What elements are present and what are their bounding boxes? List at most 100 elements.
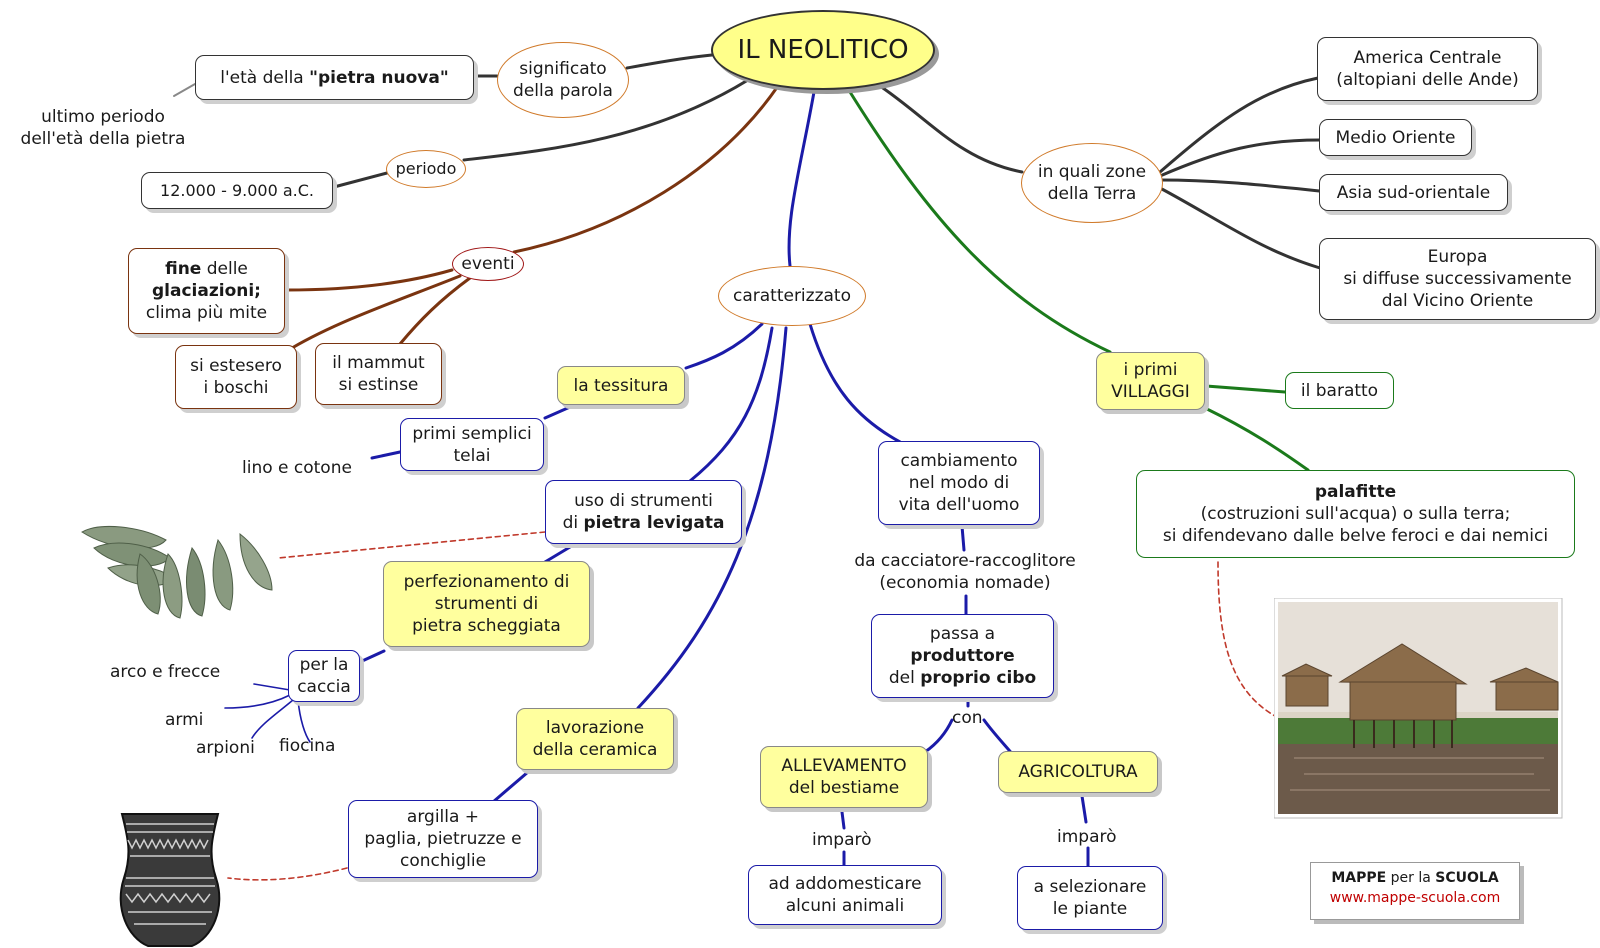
eventi-node: eventi: [452, 247, 524, 281]
palafitte-line-2: (costruzioni sull'acqua) o sulla terra;: [1200, 504, 1511, 524]
stilt-houses-photo: [1274, 598, 1563, 819]
link-title-villaggi: [848, 90, 1112, 354]
animali-line-2: alcuni animali: [785, 896, 905, 916]
ceramica-line-1: lavorazione: [545, 718, 645, 738]
fine-rest: delle: [201, 259, 248, 279]
cambiamento-line-3: vita dell'uomo: [898, 495, 1020, 515]
periodo-node: periodo: [386, 150, 466, 188]
boschi-node: si estesero i boschi: [175, 345, 297, 409]
link-zone-europa: [1158, 186, 1322, 270]
ultimo-line-1: ultimo periodo: [41, 107, 165, 127]
america-line-2: (altopiani delle Ande): [1336, 70, 1519, 90]
telai-line-1: primi semplici: [412, 423, 532, 444]
cacciatore-line-2: (economia nomade): [879, 573, 1051, 593]
baratto-node: il baratto: [1285, 372, 1394, 409]
arpioni-text: arpioni: [196, 737, 255, 759]
caccia-node: per la caccia: [288, 650, 360, 702]
villaggi-line-2: VILLAGGI: [1111, 382, 1190, 402]
link-zone-asia: [1158, 178, 1332, 194]
imparo-allevamento-text: imparò: [812, 829, 872, 851]
levigata-prefix: di: [562, 513, 584, 533]
villaggi-line-1: i primi: [1123, 360, 1178, 380]
cacciatore-text: da cacciatore-raccoglitore (economia nom…: [845, 550, 1085, 594]
argilla-node: argilla + paglia, pietruzze e conchiglie: [348, 800, 538, 878]
page-title: IL NEOLITICO: [737, 35, 909, 65]
arco-label: arco e frecce: [110, 662, 221, 682]
asia-node: Asia sud-orientale: [1319, 174, 1508, 211]
significato-line-1: significato: [519, 59, 607, 79]
passa-bold: proprio cibo: [920, 668, 1037, 688]
periodo-label: periodo: [395, 159, 457, 178]
stone-tools-image: [81, 525, 273, 619]
caccia-line-1: per la: [299, 655, 349, 675]
link-caccia-arco: [253, 683, 291, 691]
link-caratt-ceramica: [636, 326, 788, 710]
animali-line-1: ad addomesticare: [768, 874, 922, 894]
imparo-2-label: imparò: [1057, 827, 1117, 847]
palafitte-line-1: palafitte: [1314, 482, 1397, 502]
lino-label: lino e cotone: [242, 458, 352, 478]
scheggiata-line-1: perfezionamento di: [403, 572, 570, 592]
caccia-line-2: caccia: [297, 677, 351, 697]
piante-node: a selezionare le piante: [1017, 866, 1163, 930]
medio-label: Medio Oriente: [1335, 127, 1456, 148]
fine-line-2: glaciazioni;: [152, 281, 261, 301]
ultimo-line-2: dell'età della pietra: [20, 129, 186, 149]
europa-line-3: dal Vicino Oriente: [1381, 291, 1534, 311]
link-scheggiata-caccia: [358, 649, 386, 664]
significato-node: significato della parola: [497, 42, 629, 118]
scheggiata-line-3: pietra scheggiata: [412, 616, 561, 636]
pietra-scheggiata-node: perfezionamento di strumenti di pietra s…: [383, 561, 590, 647]
link-ceramica-argilla: [491, 770, 530, 804]
america-line-1: America Centrale: [1353, 48, 1502, 68]
argilla-line-3: conchiglie: [399, 851, 487, 871]
tessitura-node: la tessitura: [557, 366, 685, 405]
piante-line-1: a selezionare: [1033, 877, 1147, 897]
mammut-node: il mammut si estinse: [315, 343, 442, 405]
agricoltura-label: AGRICOLTURA: [1018, 762, 1138, 782]
link-argilla-vase: [227, 867, 348, 881]
link-allevamento-imparo: [840, 810, 846, 830]
vase-image: [119, 813, 221, 947]
link-cambiamento-cacciatore: [960, 524, 966, 552]
tessitura-label: la tessitura: [573, 375, 669, 396]
palafitte-line-3: si difendevano dalle belve feroci e dai …: [1162, 526, 1549, 546]
villaggi-node: i primi VILLAGGI: [1096, 352, 1205, 410]
passa-line-2: produttore: [910, 646, 1015, 666]
fiocina-label: fiocina: [279, 736, 336, 756]
europa-node: Europa si diffuse successivamente dal Vi…: [1319, 238, 1596, 320]
fine-line-3: clima più mite: [145, 303, 268, 323]
europa-line-2: si diffuse successivamente: [1343, 269, 1572, 289]
asia-label: Asia sud-orientale: [1336, 182, 1491, 203]
fiocina-text: fiocina: [279, 735, 335, 757]
con-text: con: [952, 707, 983, 729]
link-villaggi-palafitte: [1203, 406, 1310, 472]
europa-line-1: Europa: [1427, 247, 1488, 267]
link-title-caratterizzato: [787, 90, 816, 268]
link-villaggi-baratto: [1204, 384, 1287, 394]
telai-node: primi semplici telai: [400, 418, 544, 471]
animali-node: ad addomesticare alcuni animali: [748, 865, 942, 925]
levigata-line-1: uso di strumenti: [574, 491, 713, 511]
zone-line-1: in quali zone: [1037, 162, 1147, 182]
baratto-label: il baratto: [1300, 380, 1379, 401]
medio-oriente-node: Medio Oriente: [1319, 119, 1472, 156]
link-levigata-stones: [277, 531, 546, 559]
credit-scuola: SCUOLA: [1435, 870, 1499, 886]
lino-cotone-text: lino e cotone: [242, 457, 352, 479]
passa-line-1: passa a: [929, 624, 996, 644]
link-tessitura-telai: [543, 405, 572, 420]
date-label: 12.000 - 9.000 a.C.: [160, 180, 314, 200]
link-caccia-arpioni: [251, 699, 294, 739]
credit-url[interactable]: www.mappe-scuola.com: [1329, 890, 1501, 906]
pietra-levigata-node: uso di strumenti di pietra levigata: [545, 480, 742, 544]
link-zone-medio: [1158, 138, 1322, 178]
link-zone-america: [1158, 76, 1320, 174]
fine-line-1: fine delle: [165, 258, 248, 280]
link-telai-lino: [370, 450, 402, 460]
mammut-line-1: il mammut: [332, 353, 425, 373]
link-caccia-armi: [224, 694, 291, 709]
credit-per-la: per la: [1386, 870, 1436, 886]
significato-line-2: della parola: [513, 81, 613, 101]
piante-line-2: le piante: [1052, 899, 1128, 919]
